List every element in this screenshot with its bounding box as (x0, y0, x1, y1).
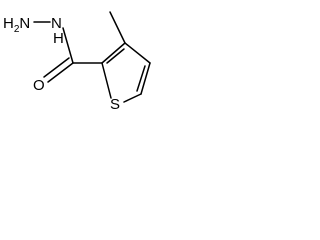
bond-s-c2 (101, 62, 112, 99)
atom-labels: H2N N H O S (3, 15, 120, 113)
bond-c-o-double-a (47, 62, 74, 83)
label-amine-n: N (19, 15, 30, 32)
label-thiophene-s: S (110, 96, 120, 113)
structure-diagram: H2N N H O S (3, 11, 151, 113)
label-amine: H2N (3, 15, 30, 35)
bond-c4-c5-inner (136, 65, 146, 92)
bond-n-c-carbonyl (62, 27, 74, 64)
bond-c-o-double-b (43, 57, 70, 78)
label-nh-h: H (53, 30, 64, 47)
label-amine-h: H (3, 15, 14, 32)
label-amine-sub: 2 (14, 24, 20, 35)
bond-c3-c4 (124, 42, 151, 64)
label-nh-n: N (51, 15, 62, 32)
bond-c2-c3 (101, 42, 126, 64)
label-nh: N (51, 15, 62, 32)
bond-c2-c3-inner (106, 48, 125, 64)
bond-c5-s (123, 93, 142, 103)
bond-c4-c5 (140, 62, 151, 95)
bonds (33, 11, 151, 103)
bond-c3-methyl (109, 11, 126, 44)
label-carbonyl-o: O (33, 77, 45, 94)
